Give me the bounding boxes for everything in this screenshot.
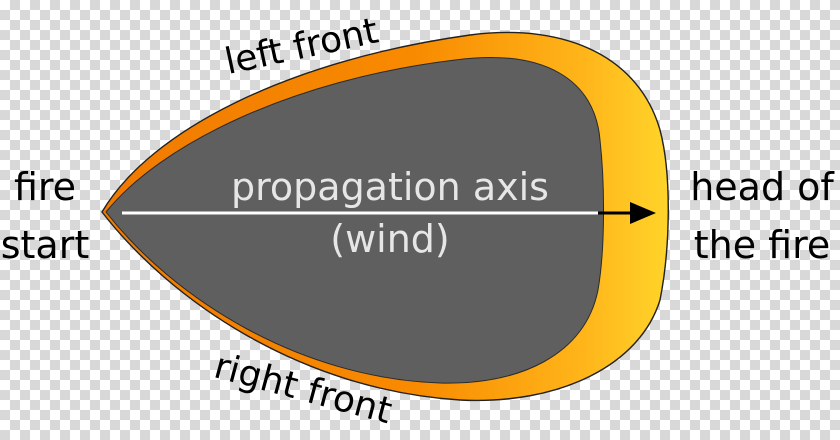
propagation-arrow-head-icon bbox=[630, 202, 656, 224]
fire-start-label-line1: fire bbox=[14, 165, 76, 209]
head-of-fire-label-line2: the fire bbox=[694, 223, 831, 267]
propagation-axis-title: propagation axis bbox=[231, 165, 549, 209]
head-of-fire-label-line1: head of bbox=[690, 165, 835, 209]
burnt-area-shape bbox=[105, 57, 605, 384]
fire-start-label-line2: start bbox=[1, 223, 90, 267]
propagation-axis-subtitle: (wind) bbox=[330, 217, 450, 261]
